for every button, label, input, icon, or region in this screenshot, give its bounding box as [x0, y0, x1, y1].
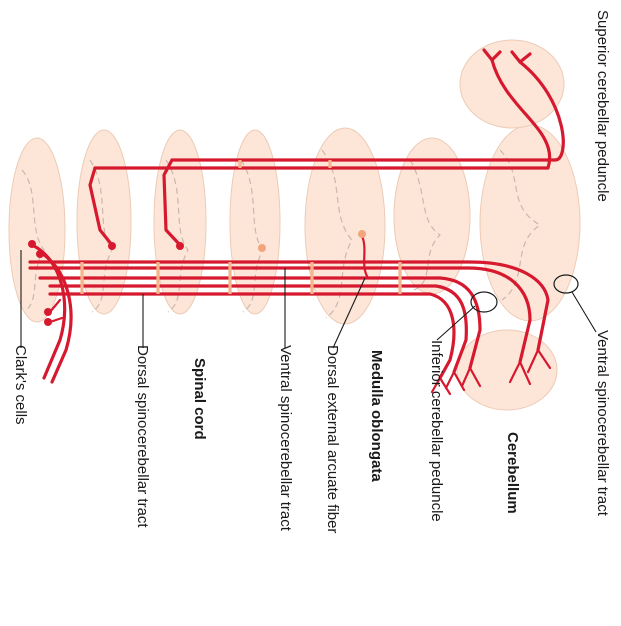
label-ventral-spinocerebellar-tract-upper: Ventral spinocerebellar tract [594, 330, 611, 517]
clarks-cell-3 [44, 308, 52, 316]
clarks-cell-4 [44, 318, 52, 326]
spinal-neuron-1 [108, 242, 116, 250]
label-spinal-cord: Spinal cord [191, 358, 208, 440]
clarks-cell-1 [28, 240, 36, 248]
leader-inferior-peduncle [437, 306, 475, 340]
leader-ventral-upper [572, 292, 596, 332]
label-superior-cerebellar-peduncle: Superior cerebellar peduncle [594, 10, 611, 202]
label-ventral-spinocerebellar-tract-lower: Ventral spinocerebellar tract [277, 345, 294, 532]
label-dorsal-external-arcuate-fiber: Dorsal external arcuate fiber [324, 345, 341, 533]
spinal-neuron-3 [258, 244, 266, 252]
clarks-cell-2 [36, 250, 44, 258]
arcuate-neuron [358, 230, 366, 238]
cerebellum-section [480, 125, 580, 321]
label-cerebellum: Cerebellum [504, 432, 521, 514]
label-medulla-oblongata: Medulla oblongata [368, 350, 385, 482]
label-clarks-cells: Clark's cells [12, 345, 29, 425]
label-inferior-cerebellar-peduncle: Inferior cerebellar peduncle [428, 340, 445, 522]
spinal-neuron-2 [176, 242, 184, 250]
label-dorsal-spinocerebellar-tract: Dorsal spinocerebellar tract [134, 345, 151, 528]
